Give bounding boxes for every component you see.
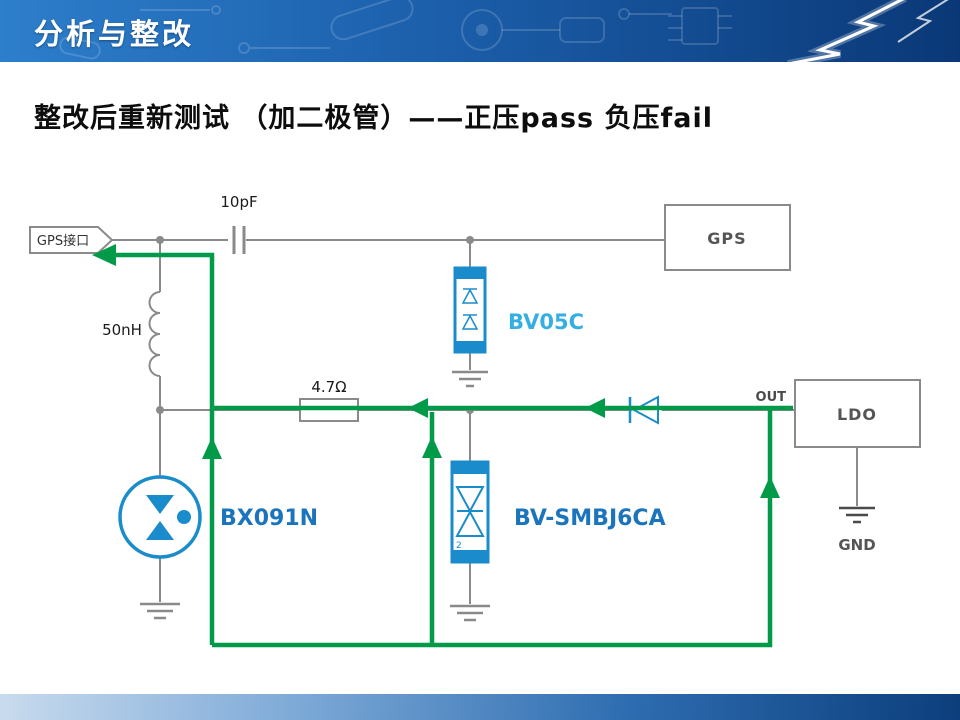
bv05c-component: BV05C: [453, 266, 584, 354]
bx091n-component: BX091N: [118, 475, 318, 559]
ground-smbj: [450, 604, 490, 622]
arrow-up-right-branch: [760, 476, 780, 498]
arrow-left-exit: [92, 244, 116, 266]
arrow-up-mid-branch: [422, 436, 442, 458]
arrow-left-mid1: [408, 398, 428, 418]
smbj-label: BV-SMBJ6CA: [514, 506, 666, 531]
footer-bar: [0, 694, 960, 720]
bv05c-label: BV05C: [508, 310, 584, 334]
ldo-box-label: LDO: [837, 405, 877, 424]
ground-bv05c: [452, 370, 488, 388]
slide-title: 分析与整改: [34, 17, 195, 51]
circuit-pattern: [59, 0, 732, 60]
smbj-tvs-glyph: [455, 486, 485, 537]
inductor-coil: [148, 291, 161, 377]
bx091n-label: BX091N: [220, 506, 318, 531]
inductor-label: 50nH: [102, 321, 142, 339]
gps-port-tag: GPS接口: [29, 226, 114, 254]
ground-ldo: [839, 506, 875, 524]
smbj-pin-label: 2: [456, 541, 462, 551]
arrow-up-left-branch: [202, 437, 222, 459]
out-label: OUT: [756, 390, 787, 405]
capacitor-symbol: [232, 226, 246, 254]
gps-port-label: GPS接口: [37, 233, 89, 249]
smbj-component: 2 BV-SMBJ6CA: [450, 460, 666, 564]
bv05c-diode-glyphs: [461, 288, 479, 330]
gps-box: GPS: [664, 204, 791, 271]
ground-bx091n: [140, 602, 180, 620]
arrow-left-mid2: [585, 398, 605, 418]
resistor-label: 4.7Ω: [311, 378, 346, 396]
lightning-icon: [787, 0, 949, 62]
surge-arrows: [92, 244, 780, 498]
gnd-label: GND: [838, 536, 875, 554]
header-decoration: [59, 0, 949, 62]
resistor: 4.7Ω: [299, 378, 359, 422]
gps-box-label: GPS: [707, 229, 746, 248]
slide-subtitle: 整改后重新测试 （加二极管）——正压pass 负压fail: [34, 103, 713, 134]
capacitor-label: 10pF: [220, 193, 257, 211]
ground-symbols: [140, 370, 875, 622]
header-bar: 分析与整改: [0, 0, 960, 62]
ldo-box: LDO: [794, 379, 921, 448]
